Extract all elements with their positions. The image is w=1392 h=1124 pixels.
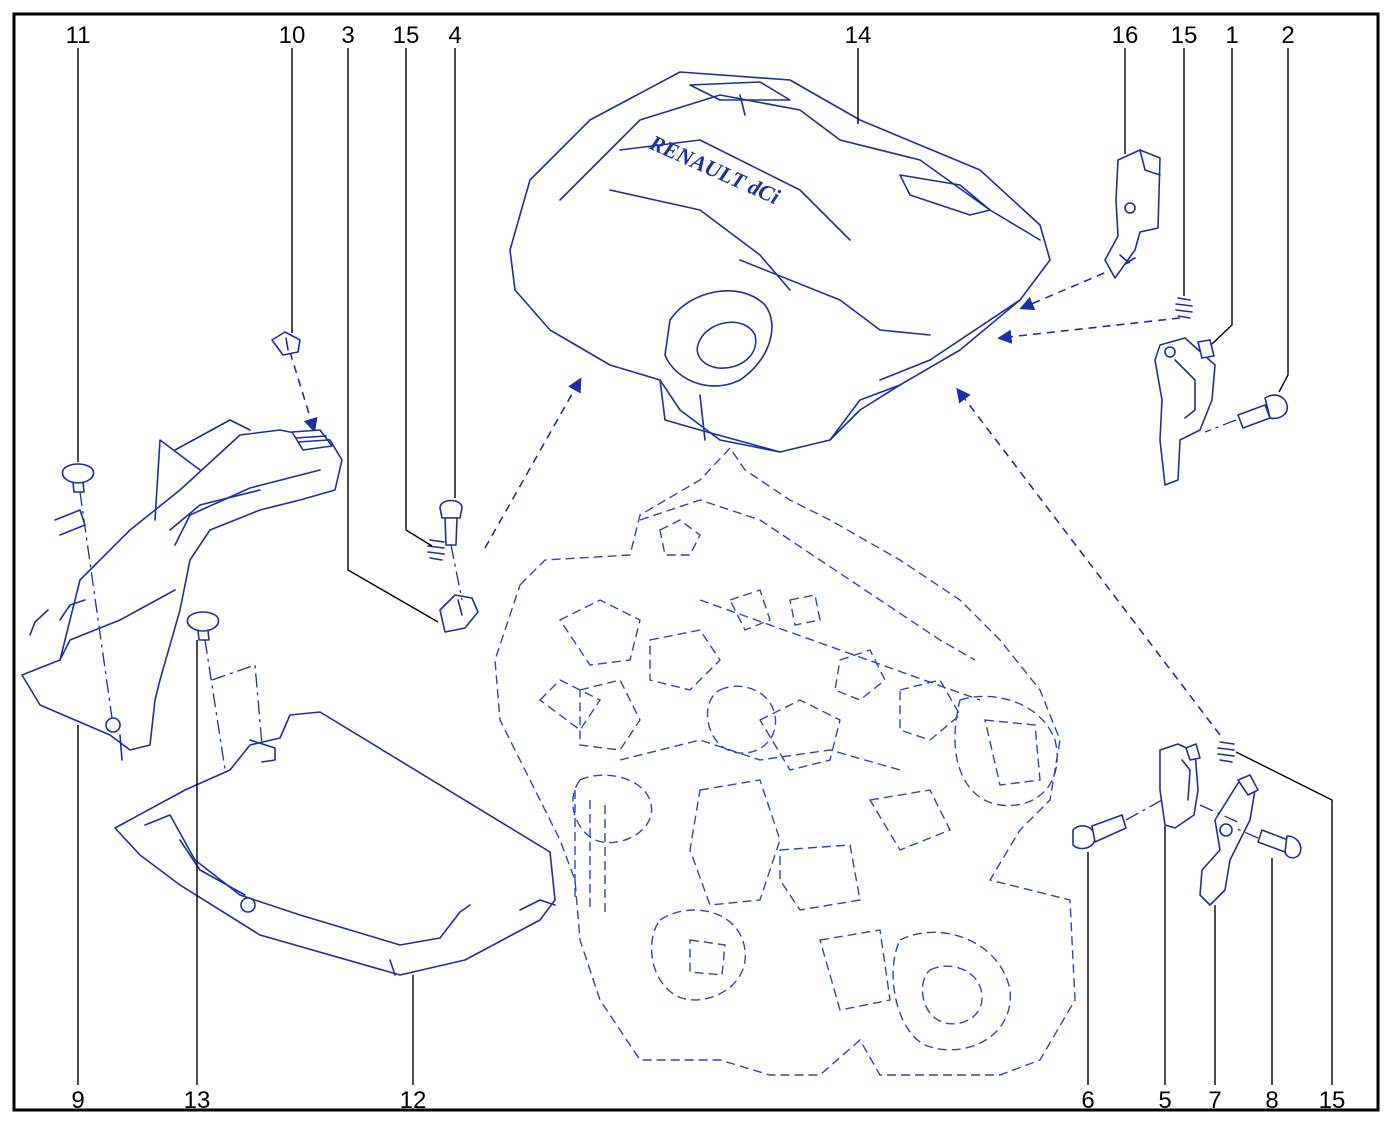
spring-part-15-top [1175, 297, 1193, 319]
bracket-part-3 [439, 594, 479, 633]
callout-label: 10 [279, 22, 306, 49]
callout-label: 7 [1208, 1087, 1221, 1114]
engine-block-outline [494, 446, 1076, 1076]
bolt-part-4 [439, 499, 463, 601]
bracket-part-7 [1199, 774, 1259, 906]
callout-label: 16 [1112, 22, 1139, 49]
callout-label: 13 [184, 1087, 211, 1114]
clip-part-10 [271, 331, 301, 356]
callout-label: 8 [1265, 1087, 1278, 1114]
spring-part-15-middle [427, 539, 445, 561]
bolt-part-6 [1072, 799, 1163, 850]
bracket-part-16 [1104, 149, 1161, 279]
bracket-part-5 [1159, 743, 1201, 829]
push-clip-part-11 [61, 463, 113, 719]
callout-label: 5 [1158, 1087, 1171, 1114]
spring-part-15-bottom [1217, 741, 1235, 763]
callout-label: 6 [1081, 1087, 1094, 1114]
callout-label: 15 [1319, 1087, 1346, 1114]
engine-cover: RENAULT dCi [509, 71, 1051, 453]
callout-label: 15 [393, 22, 420, 49]
callouts-bottom: 9 13 12 6 5 7 8 15 [71, 1087, 1345, 1114]
callout-label: 2 [1281, 22, 1294, 49]
diagram-border [12, 12, 1380, 1112]
leader-lines [77, 48, 1333, 1085]
callout-label: 12 [400, 1087, 427, 1114]
callout-label: 11 [66, 22, 91, 49]
bracket-part-1 [1154, 337, 1216, 486]
bolt-part-8 [1199, 804, 1302, 859]
callout-label: 4 [448, 22, 461, 49]
callout-label: 15 [1171, 22, 1198, 49]
callout-label: 14 [845, 22, 872, 49]
bolt-part-2 [1204, 394, 1289, 433]
callout-label: 3 [341, 22, 354, 49]
air-duct-part-9 [21, 419, 343, 761]
callouts-top: 11 10 3 15 4 14 16 15 1 2 [66, 22, 1295, 49]
callout-label: 1 [1225, 22, 1238, 49]
lower-cover-part-12 [114, 711, 556, 976]
callout-label: 9 [71, 1087, 84, 1114]
